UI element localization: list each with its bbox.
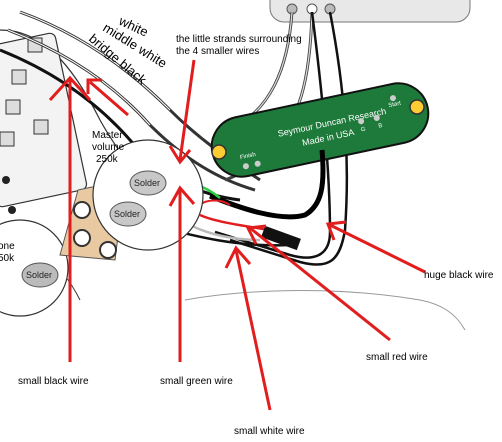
pcb-pad-g: G [360,127,366,134]
arrow-small-white [234,249,272,411]
pcb-pad-start: Start [388,101,402,110]
neck-pickup-top [269,0,471,23]
label-small-white: small white wire [234,426,305,437]
master-pot-label-1: Master [92,130,123,141]
master-pot-solder-top: Solder [134,178,160,188]
tone-pot-solder: Solder [26,270,52,280]
huge-black-wire [209,149,326,220]
small-red-wire [199,213,271,232]
master-pot-solder-bottom: Solder [114,209,140,219]
screw-right-icon [409,99,425,115]
pickup-selector-switch [0,32,88,214]
label-small-green: small green wire [160,376,233,387]
pcb-pad-b: B [378,123,383,130]
arrow-strands [178,59,196,161]
annotation-labels: the little strands surrounding the 4 sma… [18,34,494,437]
tone-pot-label-1: one [0,241,15,252]
tone-pot: one 50k Solder [0,219,69,317]
humbucker-pcb: Seymour Duncan Research Made in USA Fini… [210,82,430,178]
label-strands-1: the little strands surrounding [176,34,302,45]
master-pot-label-2: volume [92,142,125,153]
arrow-small-red [249,226,391,342]
label-small-black: small black wire [18,376,89,387]
annotation-arrows [48,59,426,411]
master-pot-label-3: 250k [96,154,119,165]
master-volume-pot: Master volume 250k Solder Solder [59,130,204,261]
tone-pot-label-2: 50k [0,253,15,264]
label-small-red: small red wire [366,352,428,363]
pcb-pad-finish: Finish [239,152,256,161]
label-strands-2: the 4 smaller wires [176,46,259,57]
label-huge-black: huge black wire [424,270,494,281]
arrow-huge-black [329,223,426,274]
screw-left-icon [211,144,227,160]
